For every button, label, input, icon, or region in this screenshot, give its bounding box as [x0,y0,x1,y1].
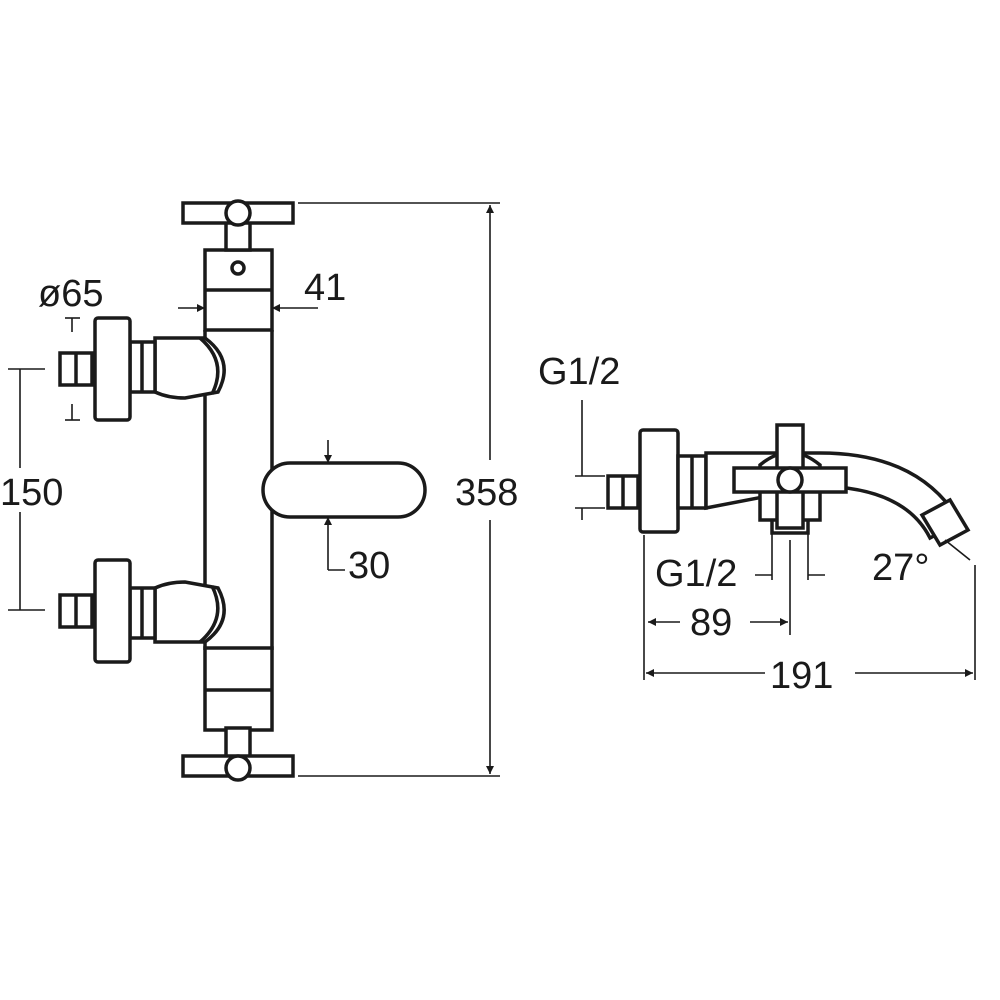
top-cross-handle [181,199,295,332]
depth-total-label: 191 [770,655,833,697]
dimension-inlet-spacing [8,368,45,611]
diameter-label: ø65 [38,273,103,315]
total-height-label: 358 [455,472,518,514]
upper-inlet-elbow [58,316,226,422]
thread-bottom-label: G1/2 [655,553,737,595]
dimension-spout-height [324,440,345,571]
lower-inlet-elbow [58,558,226,664]
front-view: ø65 41 150 30 358 [0,199,518,782]
dimension-total-height [298,202,500,777]
side-spout-tip [919,497,971,548]
side-view: G1/2 G1/2 27° 89 191 [538,351,976,697]
depth-short-label: 89 [690,602,732,644]
inlet-spacing-label: 150 [0,472,63,514]
dimension-depth-short [648,540,791,635]
spout-height-label: 30 [348,545,390,587]
body-width-label: 41 [304,267,346,309]
dimension-spout-angle [944,539,971,561]
spout-front [261,461,427,519]
thread-top-label: G1/2 [538,351,620,393]
side-spout [704,451,963,541]
spout-angle-label: 27° [872,547,929,589]
side-cross-handle [732,423,848,530]
bottom-cross-handle [181,646,295,782]
dimension-depth-total [643,535,976,680]
dimension-thread-vertical [575,400,605,520]
dimension-diameter [65,317,80,421]
dimension-thread-horizontal [755,533,825,580]
side-flange [638,428,680,534]
